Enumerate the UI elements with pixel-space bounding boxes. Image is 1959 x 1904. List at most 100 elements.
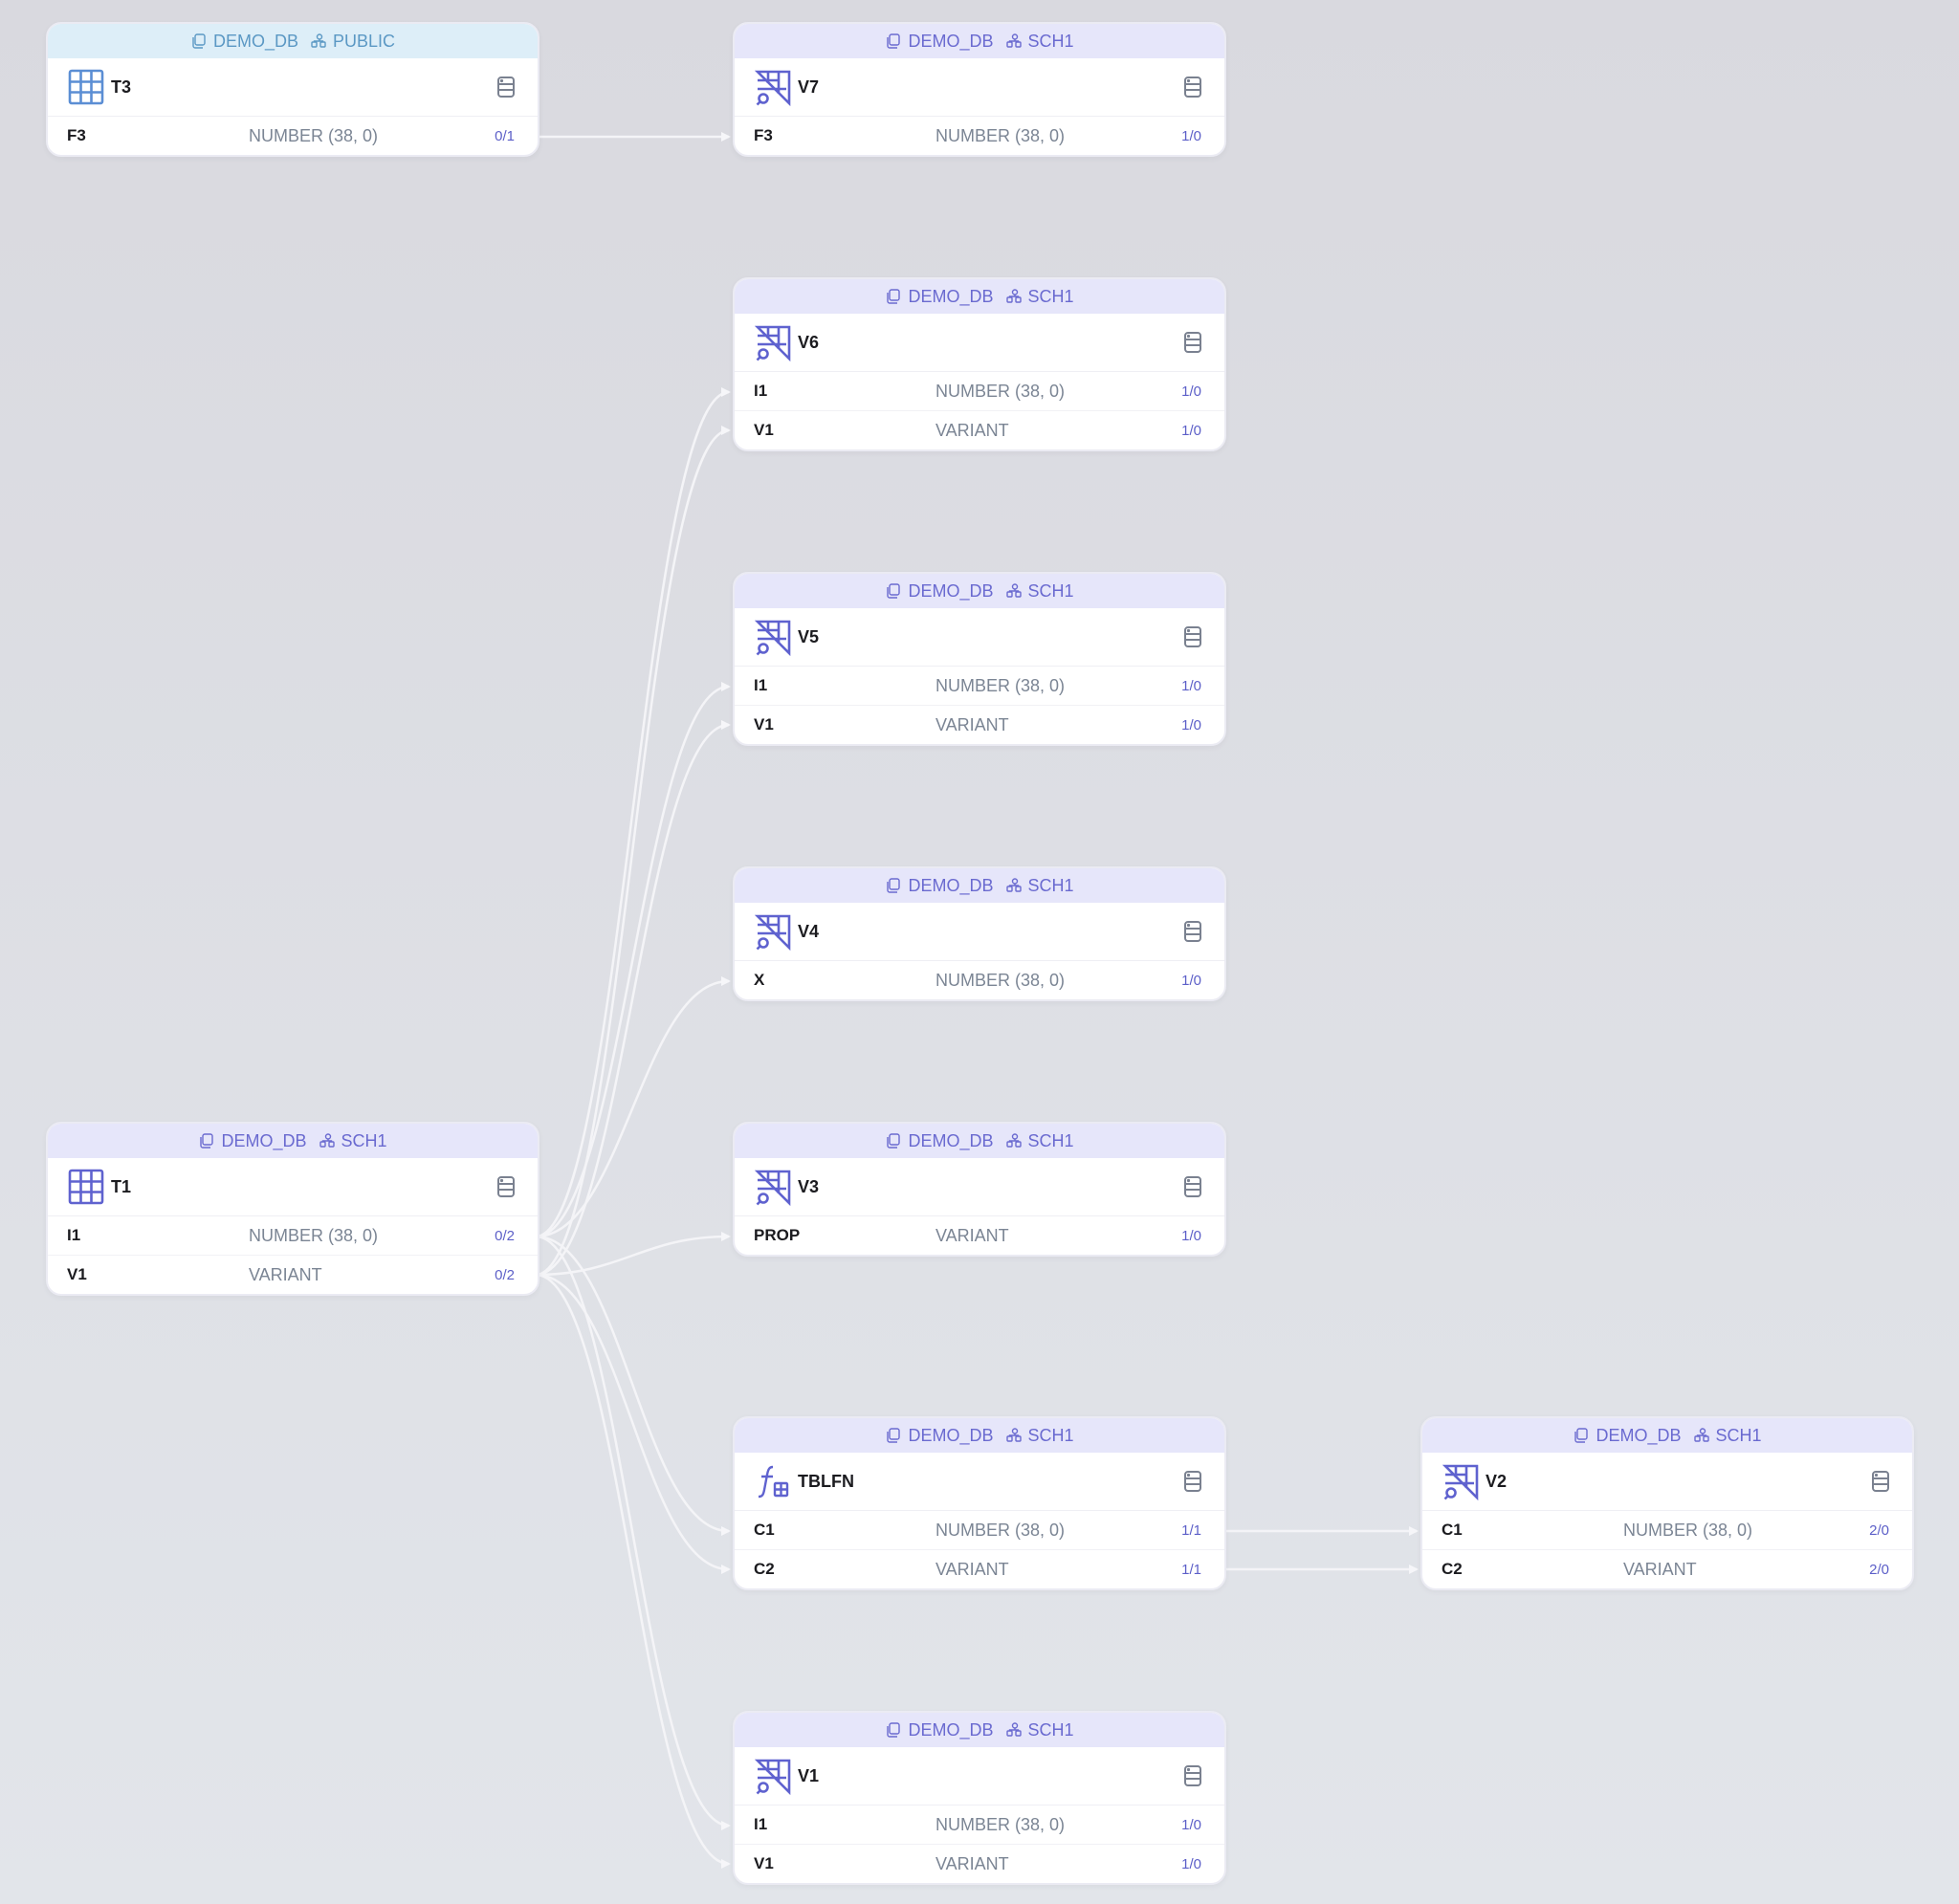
field-lineage-count[interactable]: 1/0 bbox=[1181, 716, 1201, 733]
field-name: V1 bbox=[754, 1854, 774, 1872]
field-lineage-count[interactable]: 1/0 bbox=[1181, 1227, 1201, 1244]
field-type: NUMBER (38, 0) bbox=[935, 381, 1066, 401]
field-lineage-count[interactable]: 0/2 bbox=[495, 1266, 515, 1283]
field-name: I1 bbox=[754, 1815, 768, 1833]
field-type: NUMBER (38, 0) bbox=[935, 1520, 1066, 1540]
node-title[interactable]: V6 bbox=[735, 314, 1224, 372]
schema-name: SCH1 bbox=[1027, 1130, 1074, 1150]
field-lineage-count[interactable]: 1/0 bbox=[1181, 677, 1201, 694]
node-title[interactable]: V2 bbox=[1422, 1453, 1912, 1511]
lineage-edge[interactable] bbox=[535, 682, 731, 1238]
database-copy-icon bbox=[885, 1132, 902, 1149]
lineage-edge[interactable] bbox=[535, 387, 731, 1238]
database-icon[interactable] bbox=[1180, 75, 1205, 99]
database-name: DEMO_DB bbox=[1596, 1425, 1682, 1445]
field-lineage-count[interactable]: 1/0 bbox=[1181, 1816, 1201, 1833]
field-lineage-count[interactable]: 2/0 bbox=[1869, 1521, 1889, 1539]
node-title[interactable]: V5 bbox=[735, 608, 1224, 667]
node-title[interactable]: T1 bbox=[48, 1158, 538, 1216]
database-label: DEMO_DB bbox=[198, 1131, 307, 1151]
field-lineage-count[interactable]: 1/1 bbox=[1181, 1521, 1201, 1539]
database-icon[interactable] bbox=[1180, 1469, 1205, 1494]
node-name: T3 bbox=[111, 77, 132, 97]
lineage-edge[interactable] bbox=[535, 976, 731, 1238]
field-type: NUMBER (38, 0) bbox=[935, 125, 1066, 145]
database-icon[interactable] bbox=[1180, 1174, 1205, 1199]
node-name: V3 bbox=[798, 1176, 820, 1196]
table-grid-icon bbox=[67, 68, 105, 106]
lineage-edge[interactable] bbox=[535, 1232, 731, 1277]
schema-icon bbox=[319, 1132, 336, 1149]
field-lineage-count[interactable]: 1/0 bbox=[1181, 383, 1201, 400]
lineage-edge[interactable] bbox=[535, 1273, 731, 1869]
field-name: F3 bbox=[67, 126, 86, 144]
database-name: DEMO_DB bbox=[212, 31, 298, 51]
field-type: VARIANT bbox=[1623, 1559, 1697, 1579]
field-name: V1 bbox=[67, 1265, 87, 1283]
field-lineage-count[interactable]: 2/0 bbox=[1869, 1561, 1889, 1578]
database-icon[interactable] bbox=[1868, 1469, 1893, 1494]
field-name: X bbox=[754, 971, 765, 989]
node-title[interactable]: V3 bbox=[735, 1158, 1224, 1216]
field-row[interactable]: F3 NUMBER (38, 0) 0/1 bbox=[48, 117, 538, 155]
node-title[interactable]: V4 bbox=[735, 903, 1224, 961]
database-icon[interactable] bbox=[1180, 330, 1205, 355]
field-lineage-count[interactable]: 1/1 bbox=[1181, 1561, 1201, 1578]
schema-name: SCH1 bbox=[1027, 875, 1074, 895]
database-icon[interactable] bbox=[1180, 919, 1205, 944]
database-name: DEMO_DB bbox=[908, 1719, 994, 1740]
lineage-edge[interactable] bbox=[535, 1273, 731, 1574]
schema-icon bbox=[1005, 582, 1023, 600]
node-title[interactable]: TBLFN bbox=[735, 1453, 1224, 1511]
field-lineage-count[interactable]: 0/2 bbox=[495, 1227, 515, 1244]
field-name: V1 bbox=[754, 421, 774, 439]
lineage-edge[interactable] bbox=[535, 720, 731, 1277]
field-lineage-count[interactable]: 0/1 bbox=[495, 127, 515, 144]
lineage-edge[interactable] bbox=[535, 1235, 731, 1536]
field-type: NUMBER (38, 0) bbox=[249, 125, 379, 145]
node-title[interactable]: V1 bbox=[735, 1747, 1224, 1806]
database-icon[interactable] bbox=[1180, 624, 1205, 649]
database-icon[interactable] bbox=[1180, 1763, 1205, 1788]
database-icon[interactable] bbox=[494, 75, 518, 99]
node-title[interactable]: T3 bbox=[48, 58, 538, 117]
lineage-edge[interactable] bbox=[535, 426, 731, 1277]
node-title[interactable]: V7 bbox=[735, 58, 1224, 117]
database-icon[interactable] bbox=[494, 1174, 518, 1199]
view-icon bbox=[754, 68, 792, 106]
field-lineage-count[interactable]: 1/0 bbox=[1181, 972, 1201, 989]
lineage-edge[interactable] bbox=[535, 1235, 731, 1830]
field-lineage-count[interactable]: 1/0 bbox=[1181, 1855, 1201, 1872]
field-lineage-count[interactable]: 1/0 bbox=[1181, 127, 1201, 144]
field-lineage-count[interactable]: 1/0 bbox=[1181, 422, 1201, 439]
